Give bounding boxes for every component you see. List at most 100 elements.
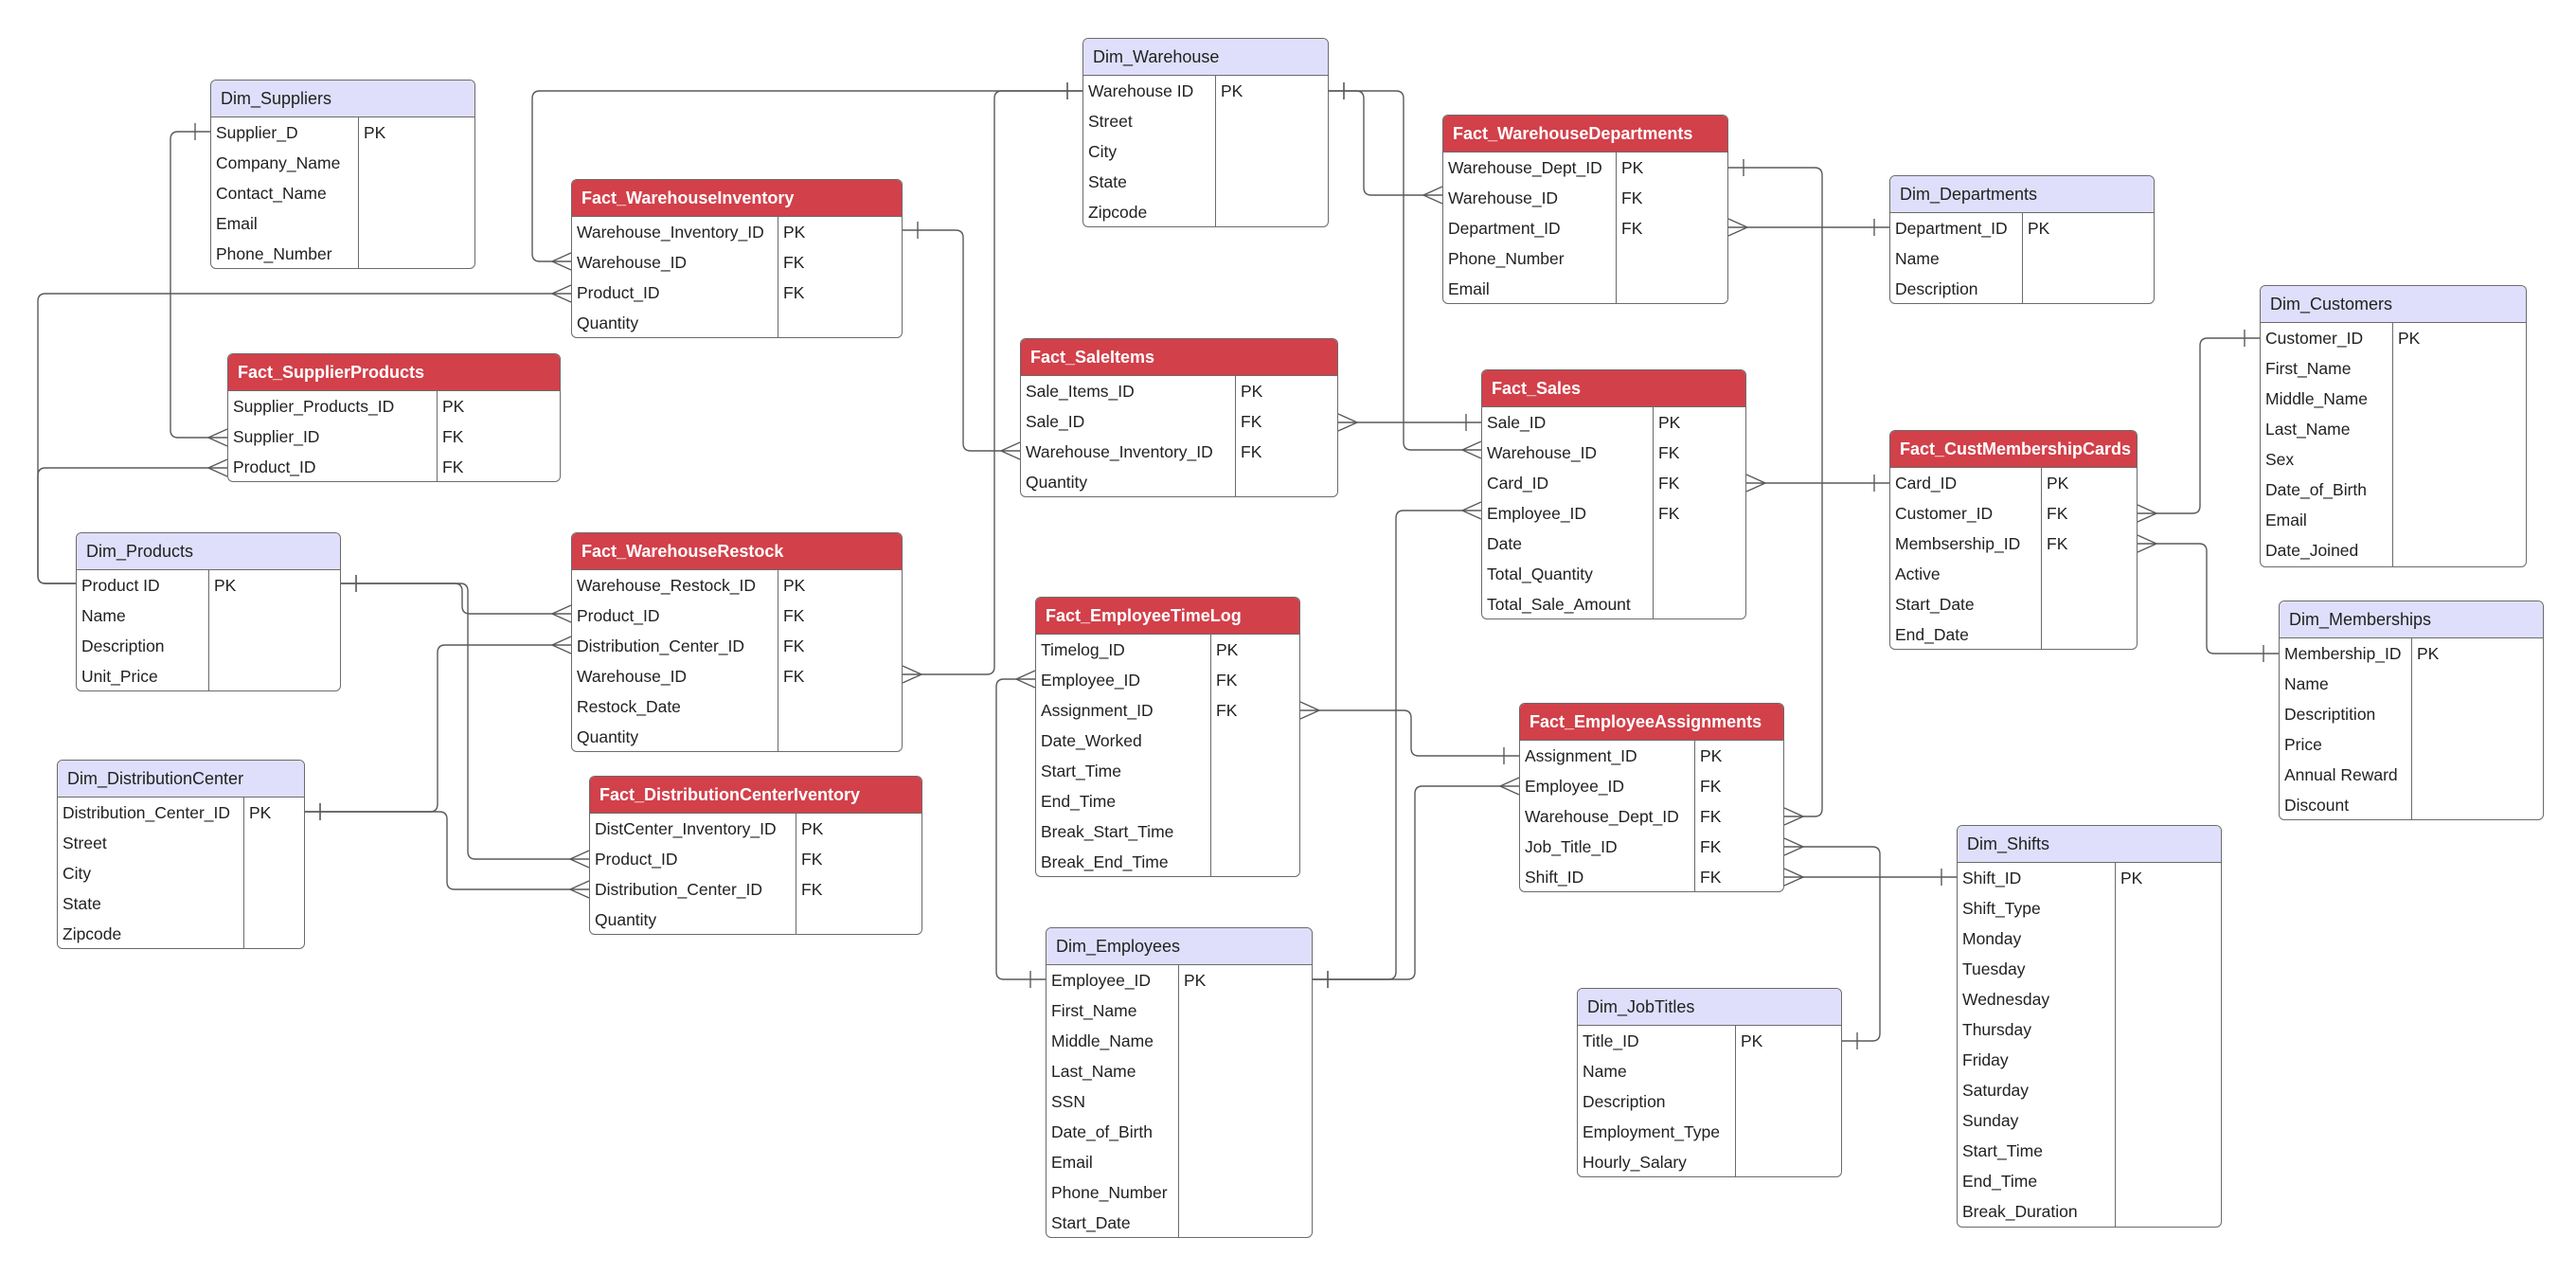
field-row[interactable]: SSN: [1046, 1086, 1312, 1117]
field-row[interactable]: Total_Quantity: [1482, 559, 1745, 589]
field-row[interactable]: Middle_Name: [2261, 384, 2526, 414]
field-row[interactable]: Start_Date: [1046, 1208, 1312, 1237]
field-row[interactable]: Date_Joined: [2261, 535, 2526, 565]
field-row[interactable]: Price: [2280, 729, 2543, 760]
field-row[interactable]: Quantity: [1021, 467, 1337, 496]
field-row[interactable]: Phone_Number: [1046, 1177, 1312, 1208]
field-row[interactable]: Contact_Name: [211, 178, 474, 208]
field-row[interactable]: Break_End_Time: [1036, 847, 1299, 876]
field-row[interactable]: First_Name: [1046, 995, 1312, 1026]
field-row[interactable]: City: [58, 858, 304, 888]
field-row[interactable]: Email: [211, 208, 474, 239]
field-row[interactable]: Zipcode: [1083, 197, 1328, 226]
field-row[interactable]: Name: [2280, 669, 2543, 699]
field-row[interactable]: Email: [1046, 1147, 1312, 1177]
field-row[interactable]: Sex: [2261, 444, 2526, 475]
field-row[interactable]: Name: [1890, 243, 2154, 274]
field-row[interactable]: Restock_Date: [572, 691, 902, 722]
field-row[interactable]: Start_Time: [1958, 1136, 2221, 1166]
field-row[interactable]: Description: [77, 631, 340, 661]
field-row[interactable]: Break_Start_Time: [1036, 816, 1299, 847]
field-row[interactable]: Street: [1083, 106, 1328, 136]
field-row[interactable]: Last_Name: [1046, 1056, 1312, 1086]
field-row[interactable]: Monday: [1958, 923, 2221, 954]
field-row[interactable]: Break_Duration: [1958, 1196, 2221, 1227]
field-row[interactable]: Unit_Price: [77, 661, 340, 690]
field-row[interactable]: Active: [1890, 559, 2137, 589]
field-row[interactable]: Wednesday: [1958, 984, 2221, 1014]
field-row[interactable]: Friday: [1958, 1045, 2221, 1075]
field-row[interactable]: Zipcode: [58, 919, 304, 948]
field-row[interactable]: Quantity: [572, 308, 902, 337]
field-row[interactable]: Start_Date: [1890, 589, 2137, 619]
field-row[interactable]: Descriptition: [2280, 699, 2543, 729]
field-row[interactable]: State: [58, 888, 304, 919]
field-row[interactable]: Saturday: [1958, 1075, 2221, 1105]
field-row[interactable]: Start_Time: [1036, 756, 1299, 786]
field-row[interactable]: Middle_Name: [1046, 1026, 1312, 1056]
field-row[interactable]: Hourly_Salary: [1578, 1147, 1841, 1176]
field-row[interactable]: State: [1083, 167, 1328, 197]
field-row[interactable]: City: [1083, 136, 1328, 167]
field-row[interactable]: Name: [1578, 1056, 1841, 1086]
field-row[interactable]: Date_of_Birth: [2261, 475, 2526, 505]
field-row[interactable]: Discount: [2280, 790, 2543, 819]
field-row[interactable]: Annual Reward: [2280, 760, 2543, 790]
field-row[interactable]: Shift_Type: [1958, 893, 2221, 923]
field-row[interactable]: Sunday: [1958, 1105, 2221, 1136]
field-row[interactable]: Last_Name: [2261, 414, 2526, 444]
field-row[interactable]: Date_Worked: [1036, 726, 1299, 756]
field-row[interactable]: Email: [1443, 274, 1727, 303]
field-row[interactable]: Date: [1482, 529, 1745, 559]
field-row[interactable]: End_Time: [1036, 786, 1299, 816]
